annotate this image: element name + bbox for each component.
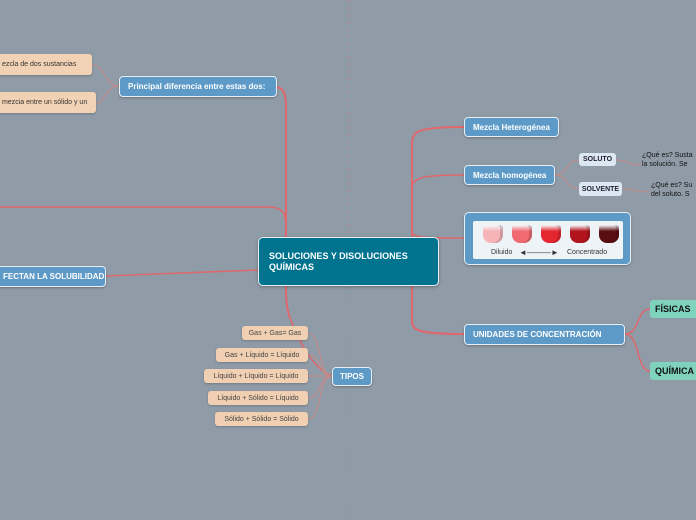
beaker-icon xyxy=(512,225,532,243)
diferencia-child-1-label: ezcla de dos sustancias xyxy=(2,61,76,68)
solvente-text: ¿Qué es? Su del soluto. S xyxy=(651,181,692,199)
solvente-text-line: ¿Qué es? Su xyxy=(651,181,692,190)
central-topic[interactable]: SOLUCIONES Y DISOLUCIONES QUÍMICAS xyxy=(258,237,439,286)
beaker-icon xyxy=(599,225,619,243)
diferencia-node[interactable]: Principal diferencia entre estas dos: xyxy=(119,76,277,97)
concentration-image: Diluido ◄———► Concentrado xyxy=(473,221,623,259)
fisicas-node[interactable]: FÍSICAS xyxy=(650,300,696,318)
diluido-label: Diluido xyxy=(491,249,512,256)
solvente-node[interactable]: SOLVENTE xyxy=(579,182,622,196)
solvente-text-line: del soluto. S xyxy=(651,190,692,199)
diferencia-child-2[interactable]: mezcia entre un sólido y un xyxy=(0,92,96,113)
homogenea-node-label: Mezcla homogénea xyxy=(473,171,546,180)
arrow-icon: ◄———► xyxy=(519,248,559,257)
unidades-node[interactable]: UNIDADES DE CONCENTRACIÓN xyxy=(464,324,625,345)
central-topic-title: SOLUCIONES Y DISOLUCIONES QUÍMICAS xyxy=(269,251,428,273)
soluto-text-line: la solución. Se xyxy=(642,160,693,169)
fisicas-node-label: FÍSICAS xyxy=(655,304,691,314)
solvente-node-label: SOLVENTE xyxy=(582,186,619,193)
beaker-icon xyxy=(570,225,590,243)
tipo-item-label: Líquido + Líquido = Líquido xyxy=(214,373,299,380)
tipo-item-label: Gas + Líquido = Líquido xyxy=(225,352,300,359)
tipos-node-label: TIPOS xyxy=(340,372,364,381)
concentration-image-node[interactable]: Diluido ◄———► Concentrado xyxy=(464,212,631,265)
unidades-node-label: UNIDADES DE CONCENTRACIÓN xyxy=(473,330,601,339)
tipo-item[interactable]: Líquido + Sólido = Líquido xyxy=(208,391,308,405)
tipo-item[interactable]: Sólido + Sólido = Sólido xyxy=(215,412,308,426)
diferencia-child-2-label: mezcia entre un sólido y un xyxy=(2,99,87,106)
tipo-item-label: Sólido + Sólido = Sólido xyxy=(224,416,298,423)
solubilidad-node[interactable]: FECTAN LA SOLUBILIDAD xyxy=(0,266,106,287)
homogenea-node[interactable]: Mezcla homogénea xyxy=(464,165,555,185)
soluto-text-line: ¿Qué es? Susta xyxy=(642,151,693,160)
solubilidad-node-label: FECTAN LA SOLUBILIDAD xyxy=(3,272,104,281)
heterogenea-node[interactable]: Mezcla Heterogénea xyxy=(464,117,559,137)
soluto-text: ¿Qué es? Susta la solución. Se xyxy=(642,151,693,169)
tipos-node[interactable]: TIPOS xyxy=(332,367,372,386)
tipo-item[interactable]: Gas + Líquido = Líquido xyxy=(216,348,308,362)
beaker-icon xyxy=(541,225,561,243)
tipo-item[interactable]: Gas + Gas= Gas xyxy=(242,326,308,340)
quimica-node[interactable]: QUÍMICA xyxy=(650,362,696,380)
soluto-node[interactable]: SOLUTO xyxy=(579,153,616,166)
tipo-item[interactable]: Líquido + Líquido = Líquido xyxy=(204,369,308,383)
diferencia-child-1[interactable]: ezcla de dos sustancias xyxy=(0,54,92,75)
soluto-node-label: SOLUTO xyxy=(583,156,612,163)
quimica-node-label: QUÍMICA xyxy=(655,366,694,376)
tipo-item-label: Gas + Gas= Gas xyxy=(249,330,302,337)
tipo-item-label: Líquido + Sólido = Líquido xyxy=(217,395,298,402)
concentrado-label: Concentrado xyxy=(567,249,607,256)
diferencia-node-label: Principal diferencia entre estas dos: xyxy=(128,82,265,91)
beaker-icon xyxy=(483,225,503,243)
heterogenea-node-label: Mezcla Heterogénea xyxy=(473,123,550,132)
